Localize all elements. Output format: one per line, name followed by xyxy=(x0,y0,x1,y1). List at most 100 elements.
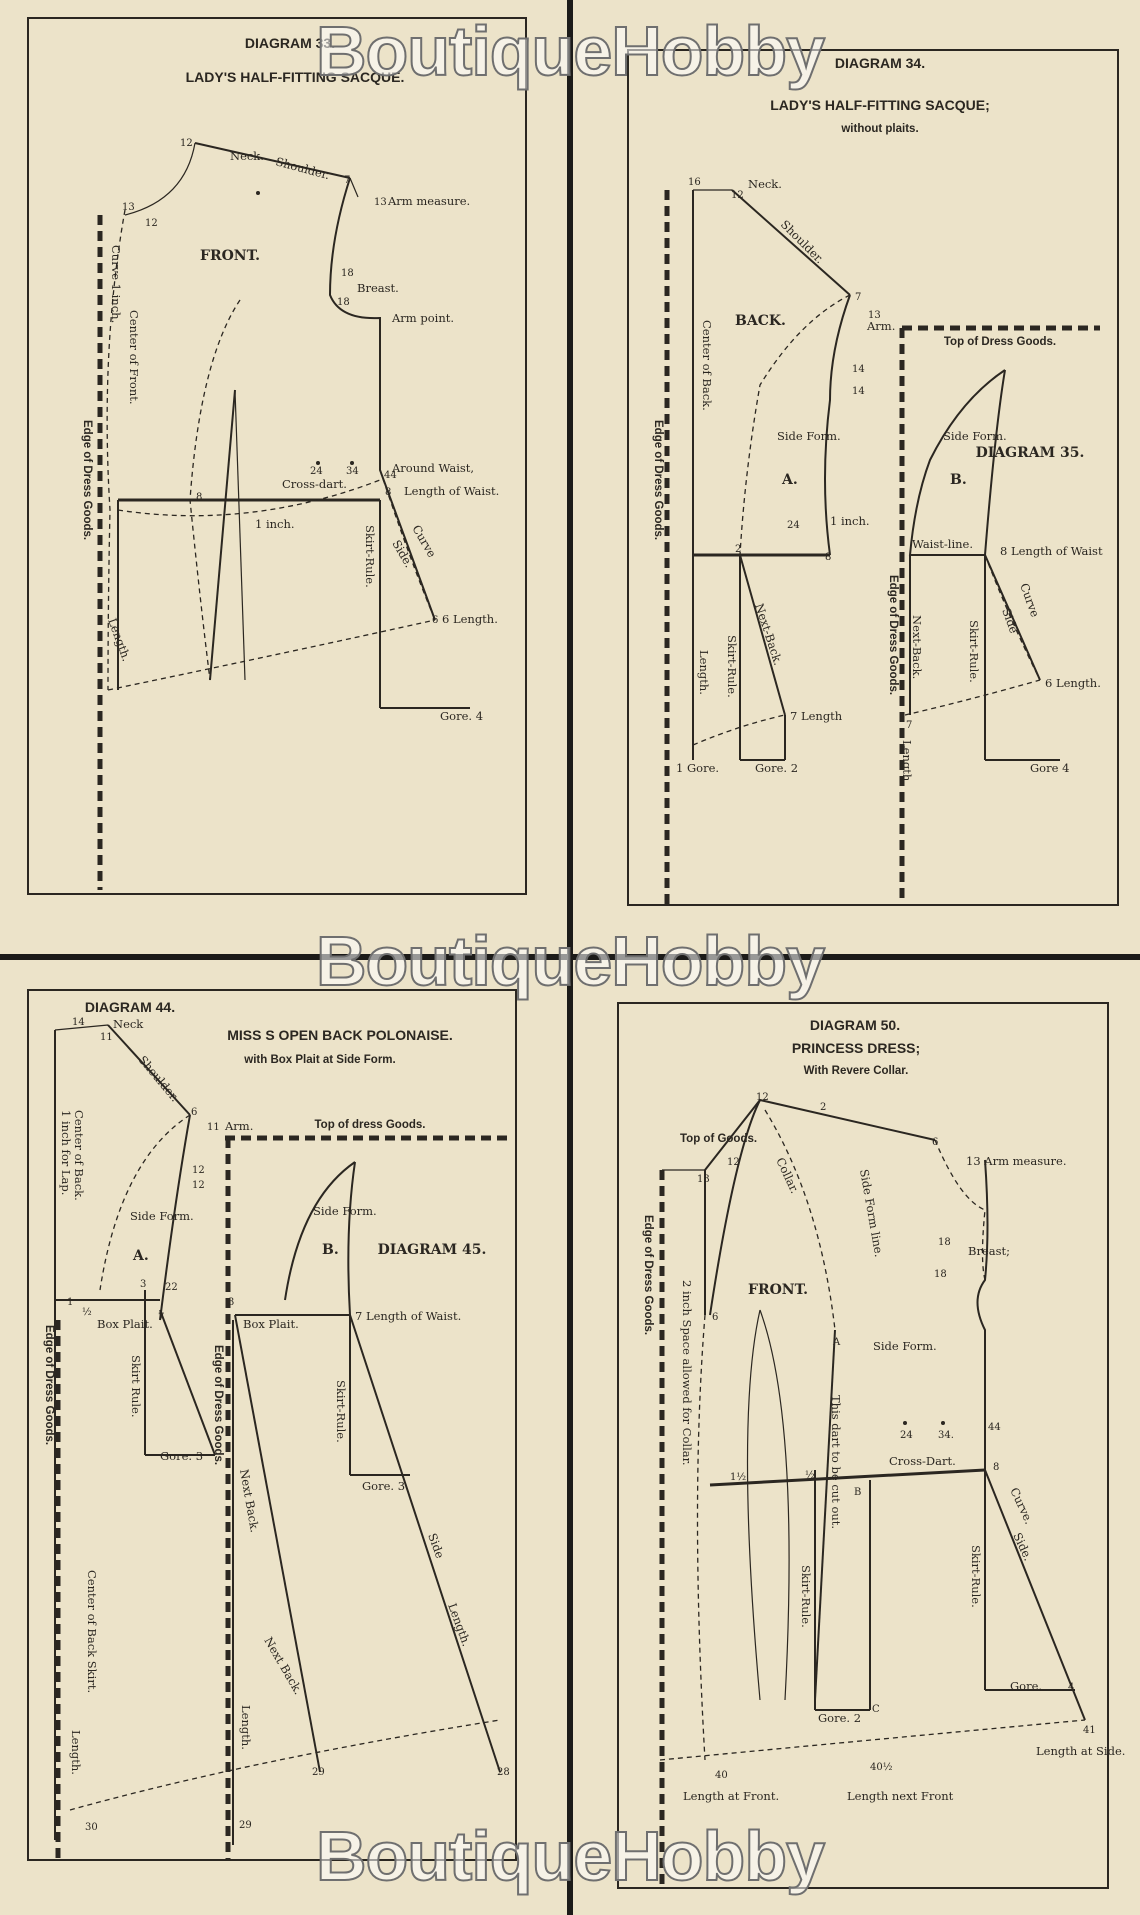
watermark-middle: BoutiqueHobby xyxy=(316,922,825,1000)
point-14: 14 xyxy=(72,1017,85,1028)
label-cross-dart: Cross-dart. xyxy=(282,477,347,491)
label-six-length: 6 Length. xyxy=(1045,676,1101,690)
point-28: 28 xyxy=(497,1767,510,1778)
label-arm: Arm. xyxy=(224,1119,253,1133)
label-skirt-rule: Skirt-Rule. xyxy=(363,525,377,588)
dart-line-left xyxy=(209,389,236,681)
label-edge-of-goods: Edge of Dress Goods. xyxy=(81,420,93,540)
label-length: Length. xyxy=(900,740,914,785)
label-skirt-rule: Skirt-Rule. xyxy=(967,620,981,683)
side-form-curve xyxy=(739,294,851,556)
label-top-of-goods: Top of Goods. xyxy=(680,1133,757,1145)
label-arm-point: Arm point. xyxy=(391,311,454,325)
shoulder-line xyxy=(107,1024,191,1116)
dart-line-right xyxy=(234,389,246,681)
point-7: 7 xyxy=(158,1312,164,1323)
armhole-side-outline xyxy=(328,177,436,621)
label-length-of-waist: 7 Length of Waist. xyxy=(355,1309,461,1323)
label-seven-length: 7 Length xyxy=(790,709,843,723)
label-skirt-rule: Skirt Rule. xyxy=(129,1355,143,1418)
diagram-title: LADY'S HALF-FITTING SACQUE. xyxy=(186,69,405,85)
point-30: 30 xyxy=(85,1822,98,1833)
point-13: 13 xyxy=(697,1174,710,1185)
point-16: 16 xyxy=(688,177,701,188)
label-breast: Breast; xyxy=(968,1244,1010,1258)
label-side-form: Side Form. xyxy=(313,1204,377,1218)
point-3: 3 xyxy=(228,1297,234,1308)
point-14-top: 14 xyxy=(852,364,865,375)
label-length: Length. xyxy=(69,1730,83,1775)
point-24: 24 xyxy=(900,1430,913,1441)
curve-line xyxy=(984,554,1041,681)
diagram-subtitle: with Box Plait at Side Form. xyxy=(243,1054,395,1066)
side-line xyxy=(984,1469,1086,1721)
label-one-gore: 1 Gore. xyxy=(676,761,719,775)
label-skirt-rule: Skirt-Rule. xyxy=(334,1380,348,1443)
hem-curve xyxy=(69,1719,501,1811)
label-front: FRONT. xyxy=(748,1282,808,1298)
point-b: B xyxy=(854,1487,861,1498)
point-1: 1 xyxy=(67,1297,73,1308)
label-b: B. xyxy=(322,1242,339,1258)
diagram-number: DIAGRAM 33. xyxy=(245,35,335,51)
label-lap: 1 inch for Lap. xyxy=(59,1110,73,1195)
diagram-number: DIAGRAM 34. xyxy=(835,55,925,71)
panel-frame xyxy=(27,989,517,1861)
diagram-title: LADY'S HALF-FITTING SACQUE; xyxy=(770,97,990,113)
marker-dot xyxy=(350,461,354,465)
label-edge-of-goods: Edge of Dress Goods. xyxy=(43,1325,55,1445)
side-form-outline-a xyxy=(824,294,851,556)
diagram-35-number: DIAGRAM 35. xyxy=(976,445,1085,461)
label-center-back: Center of Back. xyxy=(700,320,714,411)
dart-curve-left xyxy=(746,1309,761,1701)
panel-diagram-33: DIAGRAM 33. LADY'S HALF-FITTING SACQUE. … xyxy=(27,17,527,895)
neck-curve xyxy=(124,142,196,216)
point-2: 2 xyxy=(735,544,741,555)
label-skirt-rule: Skirt-Rule. xyxy=(969,1545,983,1608)
diagram-subtitle: With Revere Collar. xyxy=(804,1065,909,1077)
label-gore: Gore. 4 xyxy=(440,709,483,723)
label-length-next-front: Length next Front xyxy=(847,1789,954,1803)
label-center-back: Center of Back. xyxy=(72,1110,86,1201)
side-form-line xyxy=(764,1109,836,1331)
next-back-line xyxy=(234,1314,321,1773)
point-34: 34 xyxy=(346,466,359,477)
label-a: A. xyxy=(132,1248,149,1264)
point-a: A xyxy=(832,1337,841,1348)
label-around-waist: Around Waist, xyxy=(391,461,474,475)
point-40-half: 40½ xyxy=(870,1762,893,1773)
point-11: 11 xyxy=(100,1032,113,1043)
side-form-front-line xyxy=(814,1329,836,1701)
diagram-45-number: DIAGRAM 45. xyxy=(378,1242,487,1258)
label-neck: Neck xyxy=(113,1017,144,1031)
arm-outline xyxy=(976,1159,989,1470)
point-13: 13 xyxy=(868,310,881,321)
point-6-front: 6 xyxy=(712,1312,718,1323)
point-44: 44 xyxy=(384,470,397,481)
hem-curve xyxy=(659,1719,1086,1761)
point-12: 12 xyxy=(145,218,158,229)
label-top-of-goods: Top of dress Goods. xyxy=(315,1119,426,1131)
label-gore: Gore. xyxy=(1010,1679,1042,1693)
marker-dot xyxy=(316,461,320,465)
label-gore-2: Gore. 2 xyxy=(755,761,798,775)
point-4: 4 xyxy=(1068,1682,1074,1693)
label-length-at-side: Length at Side. xyxy=(1036,1744,1125,1758)
dart-curve xyxy=(189,299,241,681)
point-7: 7 xyxy=(855,292,861,303)
point-12: 12 xyxy=(731,190,744,201)
label-arm-measure: Arm measure. xyxy=(387,194,470,208)
point-12-top: 12 xyxy=(192,1165,205,1176)
point-24: 24 xyxy=(787,520,800,531)
dart-curve-right xyxy=(759,1309,790,1701)
marker-dot xyxy=(903,1421,907,1425)
label-length-of-waist: Length of Waist. xyxy=(404,484,499,498)
waist-line-stroke xyxy=(709,1468,986,1487)
side-form-b-right xyxy=(984,369,1006,556)
label-box-plait: Box Plait. xyxy=(97,1317,153,1331)
collar-revere-line xyxy=(709,1099,761,1316)
watermark-bottom: BoutiqueHobby xyxy=(316,1817,825,1895)
label-box-plait: Box Plait. xyxy=(243,1317,299,1331)
